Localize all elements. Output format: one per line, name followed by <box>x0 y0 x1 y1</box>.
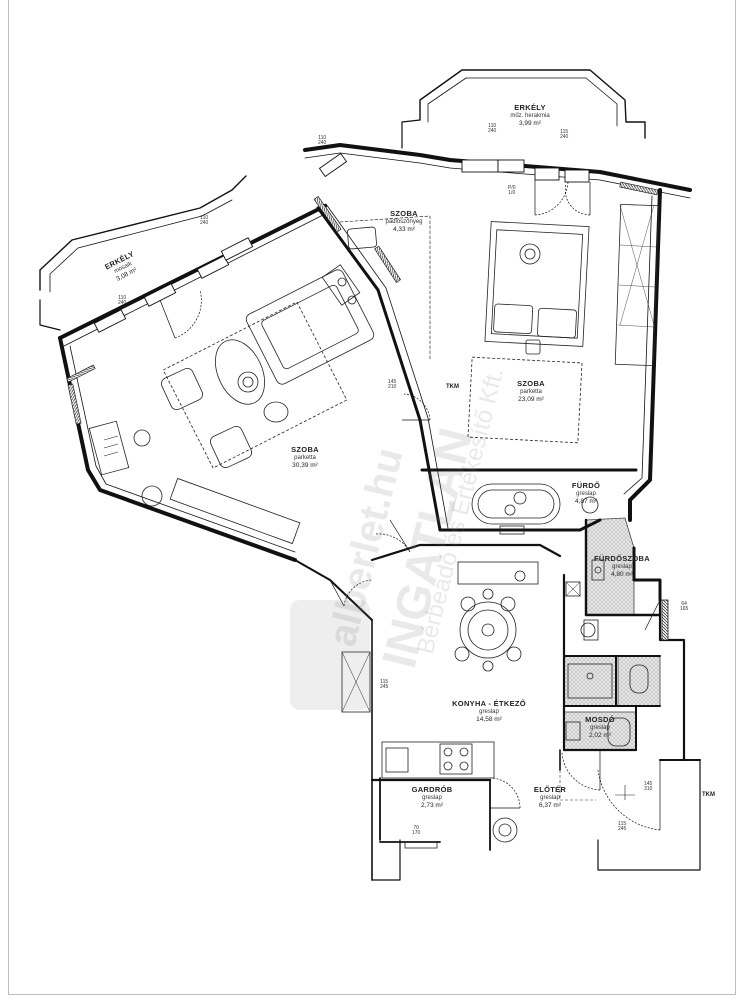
entry-dashed-line <box>559 770 596 801</box>
dimension-tag: 110 240 <box>318 135 327 147</box>
dimension-tag: 115 245 <box>380 679 389 691</box>
radiators <box>66 181 659 425</box>
dimension-tag: 145 310 <box>644 781 653 793</box>
interior-walls <box>316 203 662 851</box>
dimension-tag: 110 240 <box>200 215 209 227</box>
dimension-tag: P/0 1/0 <box>508 185 516 197</box>
dimension-tag: 110 240 <box>118 295 127 307</box>
dimension-tag: 70 170 <box>412 825 421 837</box>
dimension-tag: 64 165 <box>680 601 689 613</box>
furniture <box>88 203 669 849</box>
doors <box>159 180 661 831</box>
windows <box>93 152 590 333</box>
dimension-tag: 115 240 <box>560 129 569 141</box>
tkm-label: TKM <box>702 792 715 798</box>
exterior-walls <box>39 69 701 881</box>
dimension-tag: 145 210 <box>388 379 397 391</box>
page-frame <box>8 0 736 995</box>
tkm-label: TKM <box>446 384 459 390</box>
dimension-tag: 115 245 <box>618 821 627 833</box>
dimension-tag: 110 240 <box>488 123 497 135</box>
